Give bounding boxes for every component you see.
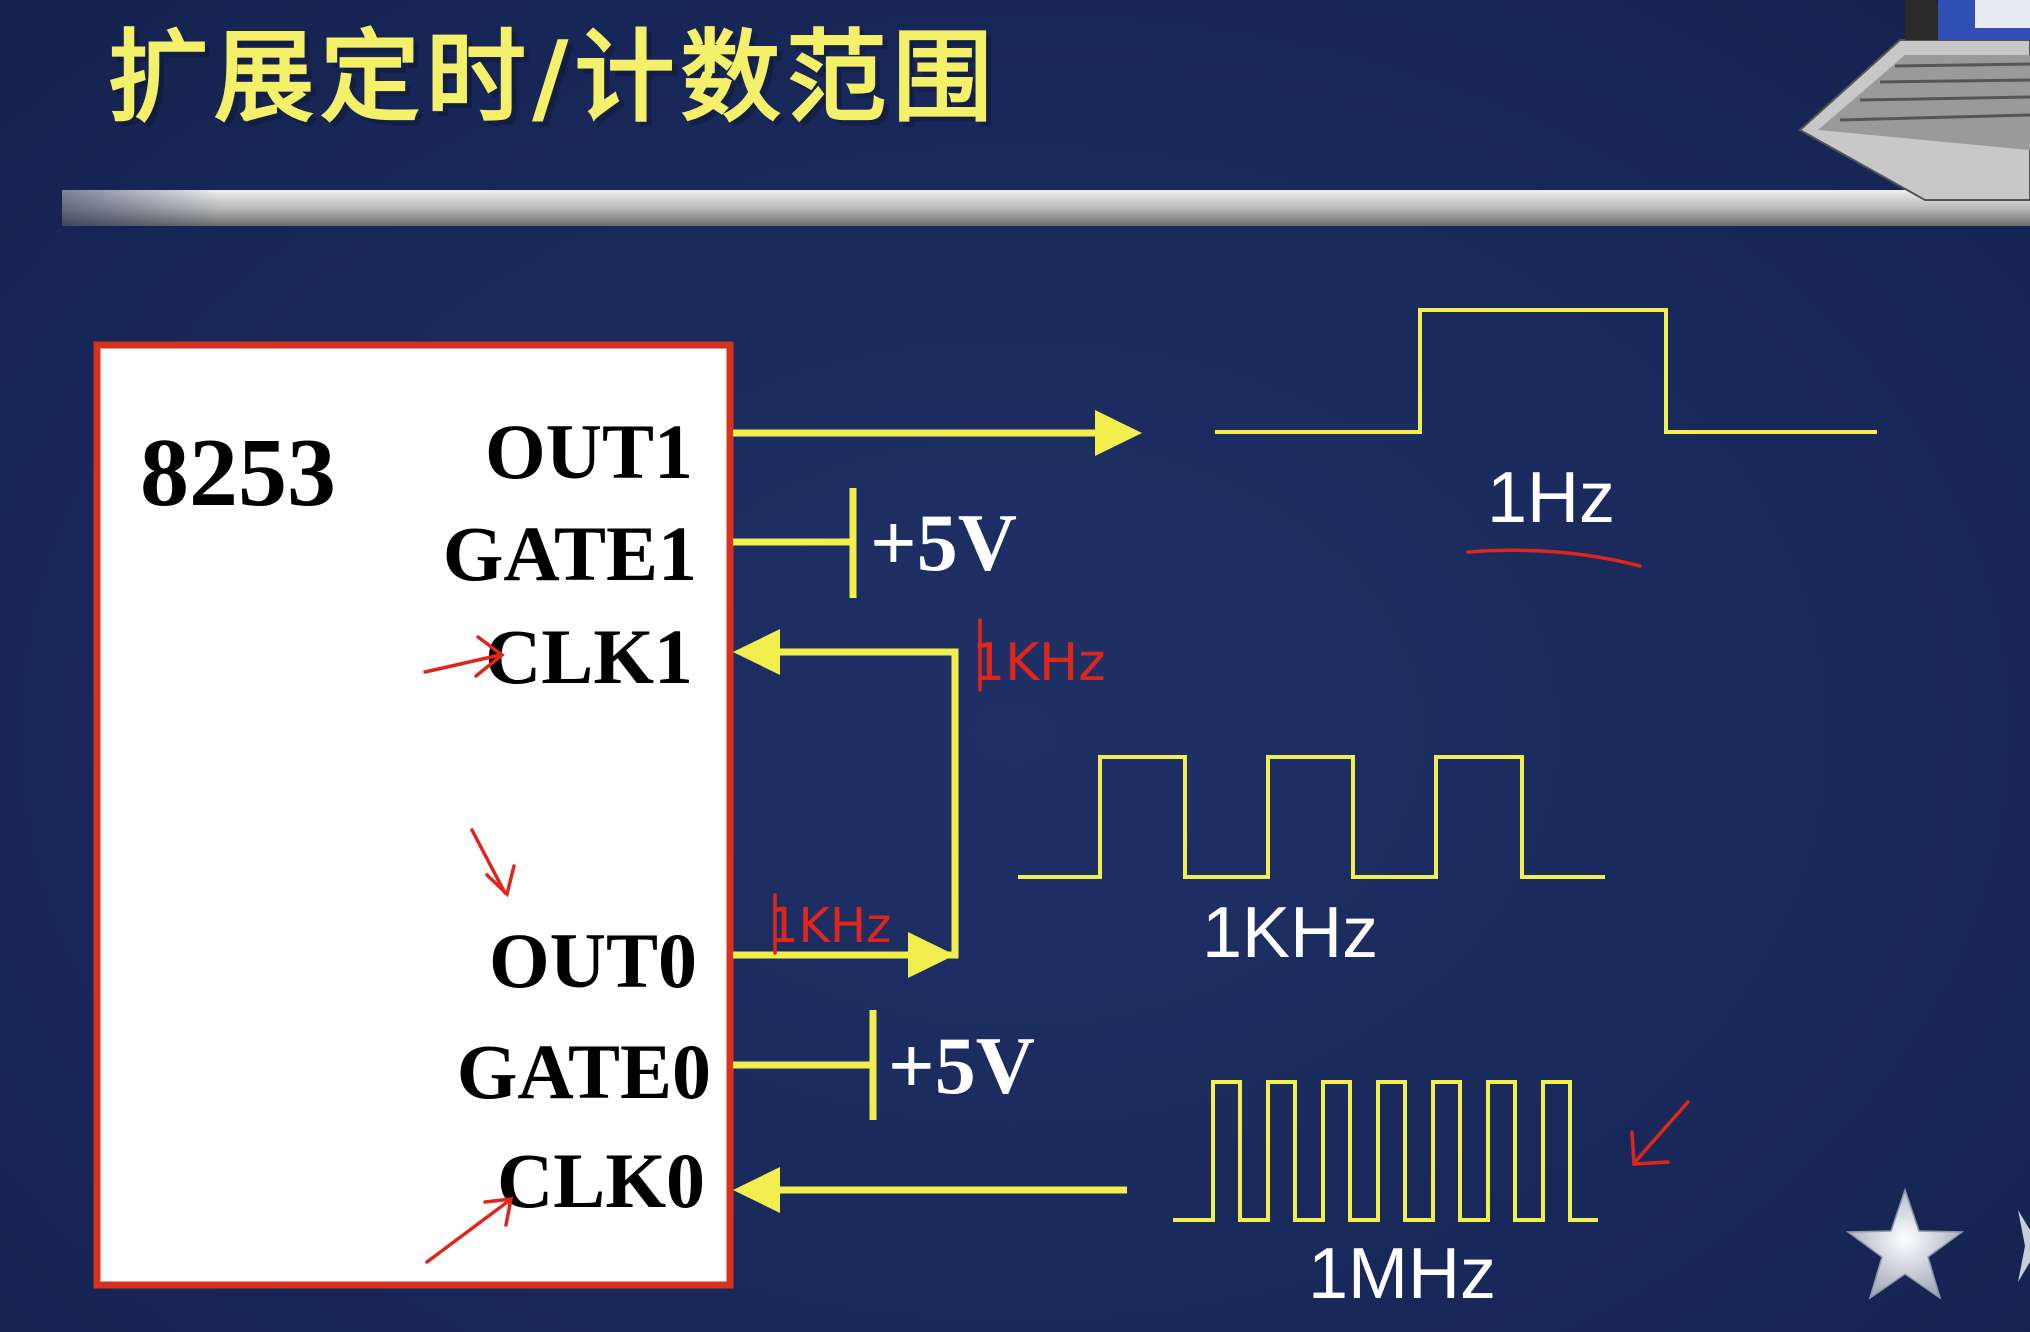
- arrow-clk0-source-annotation: [1630, 1100, 1690, 1166]
- title-divider-fade: [62, 190, 2030, 226]
- underline-1hz-annotation: [1466, 548, 1642, 568]
- pin-out0-label: OUT0: [489, 917, 697, 1004]
- waveform-1mhz-label: 1MHz: [1308, 1234, 1496, 1314]
- chip-name: 8253: [140, 419, 336, 527]
- pin-out1-label: OUT1: [485, 408, 693, 495]
- waveform-1khz: [1018, 755, 1605, 879]
- star-icon: [1845, 1187, 1965, 1300]
- pin-gate1-label: GATE1: [443, 510, 697, 597]
- out0-frequency-annotation: 1KHz: [768, 898, 891, 954]
- pin-clk0-label: CLK0: [497, 1137, 705, 1224]
- arrow-down-annotation: [470, 828, 516, 898]
- arrow-clk0-annotation: [425, 1196, 514, 1264]
- clk1-arrowhead: [733, 629, 780, 675]
- nav-arrow-icon[interactable]: [2018, 1210, 2030, 1282]
- supply-gate1-label: +5V: [870, 497, 1017, 588]
- pin-clk1-label: CLK1: [485, 613, 693, 700]
- slide-title: 扩展定时/计数范围: [113, 24, 1004, 141]
- arrow-clk1-annotation: [423, 635, 505, 678]
- waveform-1mhz: [1173, 1080, 1598, 1222]
- chip-8253: [93, 341, 734, 1289]
- clk1-frequency-annotation: 1KHz: [972, 633, 1106, 693]
- waveform-1khz-label: 1KHz: [1202, 893, 1378, 973]
- out1-arrowhead: [1095, 410, 1142, 456]
- pin-gate0-label: GATE0: [457, 1028, 711, 1115]
- out0-to-clk1-line: [733, 648, 959, 959]
- waveform-1hz-label: 1Hz: [1487, 458, 1615, 538]
- clk0-arrowhead: [733, 1167, 780, 1213]
- waveform-1hz: [1215, 308, 1877, 434]
- slide-title: 扩展定时/计数范围: [108, 19, 999, 136]
- supply-gate0-label: +5V: [888, 1020, 1035, 1111]
- laptop-icon: [1798, 0, 2030, 201]
- out0-arrowhead: [908, 932, 955, 978]
